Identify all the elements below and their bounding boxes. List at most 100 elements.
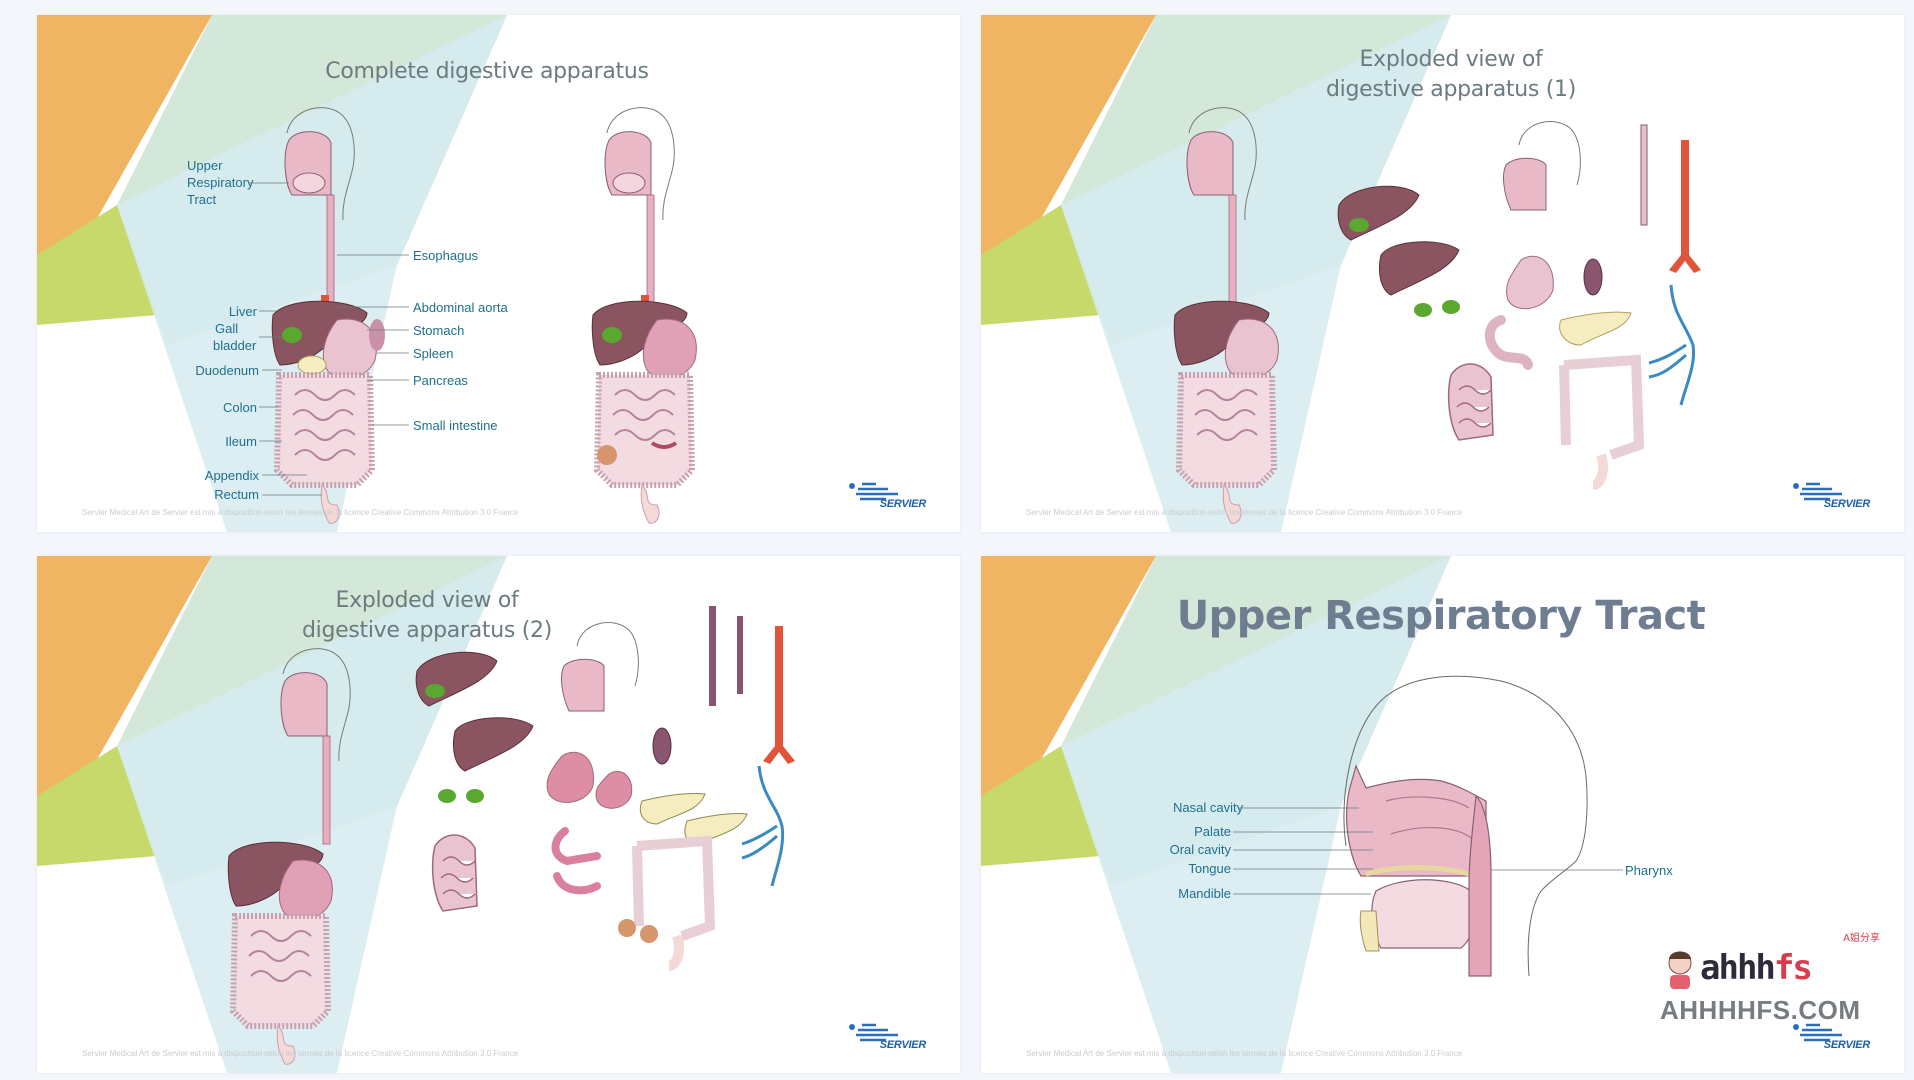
slide-background-shapes [981,556,1451,1073]
slide-exploded-view-2[interactable]: Exploded view of digestive apparatus (2)… [37,556,960,1073]
site-watermark: ahhhfs A姐分享 AHHHHFS.COM [1660,933,1880,1033]
head-outline-icon [1343,675,1588,977]
label-esophagus: Esophagus [413,248,479,263]
slide-title-line1: Exploded view of [335,588,519,613]
esophagus-icon [326,194,335,304]
slide-title-line1: Exploded view of [1359,47,1543,72]
stomach-sections-icon [546,751,633,809]
license-footer: Servier Medical Art de Servier est mis à… [1026,508,1463,517]
label-gall: Gall [215,321,239,336]
pancreas-icon [297,355,327,375]
servier-wordmark: SERVIER [879,1039,927,1051]
slide-title: Upper Respiratory Tract [1176,593,1706,639]
duodenum-icon [1484,315,1533,370]
gallbladder-icon [1414,300,1460,317]
label-small-intestine: Small intestine [413,418,498,433]
label-pancreas: Pancreas [413,373,468,388]
liver-with-gallbladder-icon [415,651,498,707]
slide-title: Complete digestive apparatus [325,59,649,84]
head-outline-icon [286,107,355,221]
gallbladder-icon [438,789,484,803]
mandible-icon [1359,910,1380,952]
pancreas-icon [1559,311,1632,346]
esophagus-tube-icon [709,606,716,706]
slide-title-line2: digestive apparatus (2) [301,618,553,643]
esophagus-tube-icon-2 [737,616,743,694]
servier-wordmark: SERVIER [1823,1039,1871,1051]
slide-complete-digestive-apparatus[interactable]: Complete digestive apparatus [37,15,960,532]
servier-stripes-icon [1793,1023,1842,1042]
label-bladder: bladder [213,338,257,353]
exploded-organs-illustration [227,606,795,1065]
slide-upper-respiratory-tract[interactable]: Upper Respiratory Tract Nasal cavity Pal… [981,556,1904,1073]
watermark-tag: A姐分享 [1843,933,1880,944]
label-pharynx: Pharynx [1625,863,1673,878]
colon-icon [632,835,716,941]
label-appendix: Appendix [204,468,259,483]
label-stomach: Stomach [413,323,465,338]
label-upper: Upper [187,158,223,173]
upper-respiratory-tract-icon [284,131,332,196]
duodenum-sections-icon [551,827,601,895]
small-intestine-icon [431,834,478,912]
label-abdominal-aorta: Abdominal aorta [413,300,508,315]
spleen-icon [369,319,385,351]
liver-icon [1378,241,1460,296]
tongue-icon [1371,879,1477,949]
license-footer: Servier Medical Art de Servier est mis à… [1026,1049,1463,1058]
label-rectum: Rectum [214,487,259,502]
label-palate: Palate [1194,824,1231,839]
label-duodenum: Duodenum [195,363,259,378]
exploded-organs-illustration [1173,107,1701,524]
spleen-icon [652,727,672,765]
colon-icon [273,372,376,488]
servier-stripes-icon [849,1023,898,1042]
label-nasal-cavity: Nasal cavity [1173,800,1244,815]
servier-logo: SERVIER [1790,1021,1870,1051]
label-liver: Liver [228,304,257,319]
portal-vein-icon [1648,284,1696,406]
cartoon-avatar-icon [1668,951,1692,989]
license-footer: Servier Medical Art de Servier est mis à… [82,1049,519,1058]
stomach-icon [322,318,377,380]
slide-title-line2: digestive apparatus (1) [1325,77,1577,102]
servier-wordmark: SERVIER [1823,498,1871,510]
small-intestine-icon [292,389,356,461]
label-respiratory: Respiratory [187,175,254,190]
liver-icon [452,717,534,772]
slide-background-shapes [37,15,507,532]
nasal-cavity-icon [1346,764,1487,877]
label-oral-cavity: Oral cavity [1169,842,1231,857]
aorta-icon [1669,140,1701,273]
spleen-icon [1583,258,1603,296]
label-colon: Colon [223,400,257,415]
colon-icon [1559,354,1645,460]
aorta-icon [763,626,795,764]
servier-logo: SERVIER [846,480,926,510]
label-mandible: Mandible [1178,886,1231,901]
liver-with-gallbladder-icon [1337,185,1420,241]
servier-logo: SERVIER [846,1021,926,1051]
servier-logo: SERVIER [1790,480,1870,510]
digestive-system-illustration [249,107,697,524]
slide-exploded-view-1[interactable]: Exploded view of digestive apparatus (1)… [981,15,1904,532]
servier-wordmark: SERVIER [879,498,927,510]
slide-background-shapes [981,15,1451,532]
esophagus-tube-icon [1640,124,1648,226]
portal-vein-icon [741,765,785,887]
small-intestine-icon [1447,363,1494,441]
label-spleen: Spleen [413,346,454,361]
license-footer: Servier Medical Art de Servier est mis à… [82,508,519,517]
label-tract: Tract [187,192,217,207]
label-ileum: Ileum [225,434,257,449]
label-tongue: Tongue [1188,861,1231,876]
pancreas-sections-icon [639,793,748,845]
head-section-icon [561,622,639,712]
stomach-icon [1506,255,1554,310]
servier-stripes-icon [849,482,898,501]
servier-stripes-icon [1793,482,1842,501]
rectum-icon [667,934,684,971]
watermark-logo: ahhhfs [1700,948,1813,988]
head-section-icon [1503,121,1581,211]
gallbladder-icon [282,327,302,343]
